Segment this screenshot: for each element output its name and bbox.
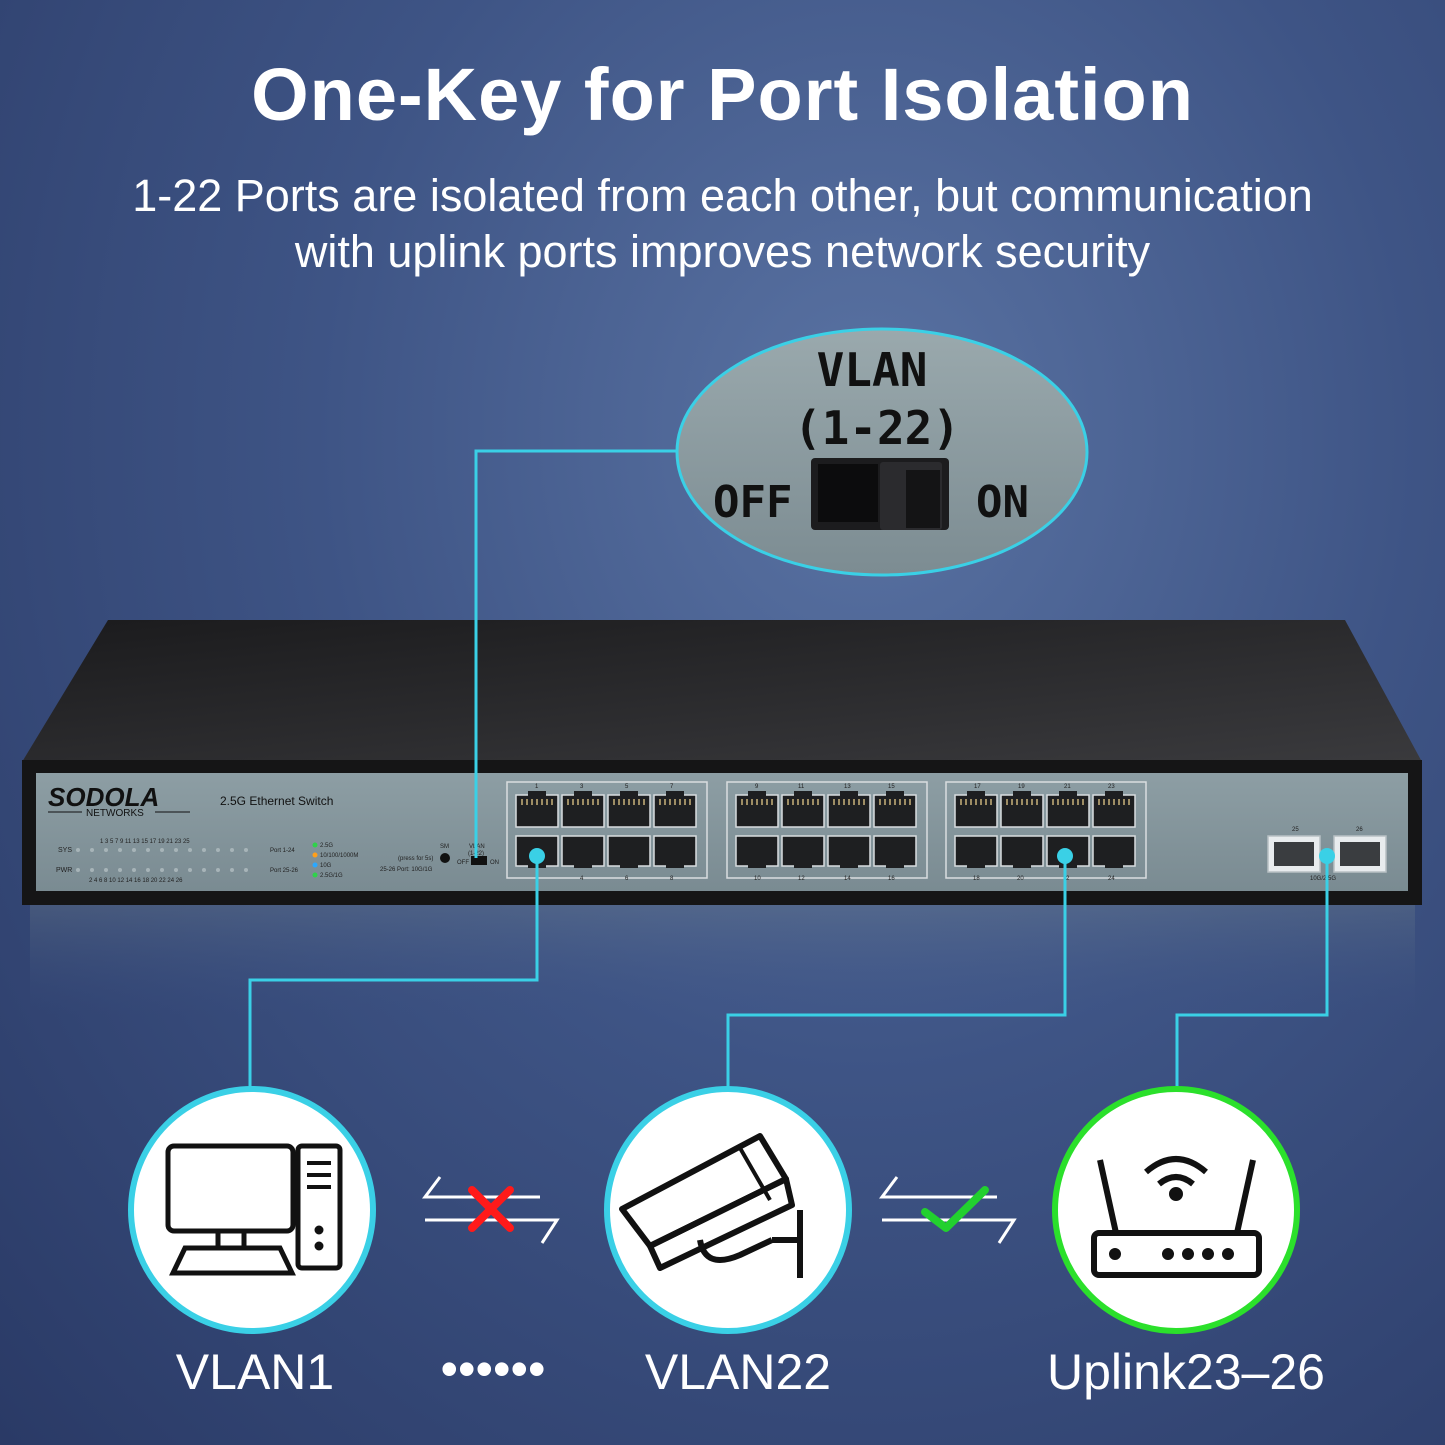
- blocked-traffic-icon: [422, 1176, 560, 1244]
- panel-vlan-on: ON: [490, 860, 499, 866]
- switch-model: 2.5G Ethernet Switch: [220, 794, 333, 808]
- svg-text:17: 17: [974, 784, 981, 790]
- led-bottom-numbers: 2 4 6 8 10 12 14 16 18 20 22 24 26: [89, 878, 183, 884]
- port-group-2: 9 11 13 15 10 12 14 16: [726, 781, 928, 882]
- callout-vlan-label: VLAN: [817, 343, 928, 397]
- sm-label: SM: [440, 844, 449, 850]
- svg-text:6: 6: [625, 876, 629, 882]
- svg-text:24: 24: [1108, 876, 1115, 882]
- led-rows: [76, 848, 248, 872]
- svg-text:21: 21: [1064, 784, 1071, 790]
- legend-port-25-26: Port 25-26: [270, 868, 299, 874]
- svg-text:1: 1: [535, 784, 539, 790]
- switch-top: [22, 620, 1422, 762]
- sfp-26-label: 26: [1356, 827, 1363, 833]
- callout-off-label: OFF: [713, 477, 792, 528]
- svg-text:7: 7: [670, 784, 674, 790]
- panel-vlan-off: OFF: [457, 860, 469, 866]
- page-title: One-Key for Port Isolation: [251, 53, 1194, 136]
- vlan1-device: [128, 1086, 376, 1334]
- router-icon: [1091, 1156, 1262, 1278]
- legend-d: 2.5G/1G: [320, 873, 343, 879]
- svg-text:3: 3: [580, 784, 584, 790]
- computer-icon: [165, 1143, 343, 1276]
- callout-toggle-switch[interactable]: [811, 458, 949, 530]
- svg-text:19: 19: [1018, 784, 1025, 790]
- callout-on-label: ON: [976, 477, 1029, 528]
- vlan1-label: VLAN1: [175, 1344, 335, 1400]
- allowed-traffic-icon: [879, 1176, 1017, 1244]
- led-pwr-label: PWR: [56, 867, 72, 874]
- sfp-speed-label: 10G/2.5G: [1310, 876, 1336, 882]
- svg-text:9: 9: [755, 784, 759, 790]
- svg-text:23: 23: [1108, 784, 1115, 790]
- uplink-label: Uplink23–26: [1047, 1344, 1325, 1400]
- svg-text:13: 13: [844, 784, 851, 790]
- sfp-25-label: 25: [1292, 827, 1299, 833]
- brand-sub: NETWORKS: [86, 808, 144, 819]
- callout-vlan-range: (1-22): [794, 401, 960, 455]
- page-subtitle: 1-22 Ports are isolated from each other,…: [0, 168, 1445, 280]
- legend-b: 10/100/1000M: [320, 853, 358, 859]
- connector-lines: [248, 449, 1329, 1090]
- separator-dots: ••••••: [440, 1341, 546, 1397]
- legend-a: 2.5G: [320, 843, 333, 849]
- port-group-1: 1 3 5 7 4 6 8: [506, 781, 708, 882]
- svg-text:12: 12: [798, 876, 805, 882]
- subtitle-line-2: with uplink ports improves network secur…: [294, 226, 1151, 277]
- svg-text:10: 10: [754, 876, 761, 882]
- sfp-ports: 25 26 10G/2.5G: [1267, 827, 1387, 882]
- port-group-3: 17 19 21 23 18 20 2 24: [945, 781, 1147, 882]
- svg-text:18: 18: [973, 876, 980, 882]
- svg-text:2: 2: [1066, 876, 1070, 882]
- brand-logo: SODOLA: [48, 782, 159, 812]
- legend-port-1-24: Port 1-24: [270, 848, 295, 854]
- port-mode-label: 25-26 Port: 10G/1G: [380, 867, 433, 873]
- sm-button[interactable]: [440, 853, 450, 863]
- svg-text:14: 14: [844, 876, 851, 882]
- port-22-marker: [1057, 848, 1073, 864]
- svg-text:20: 20: [1017, 876, 1024, 882]
- vlan22-device: [604, 1086, 852, 1334]
- switch-faceplate: [36, 773, 1408, 891]
- port-1-marker: [529, 848, 545, 864]
- svg-text:16: 16: [888, 876, 895, 882]
- led-sys-label: SYS: [58, 847, 72, 854]
- switch-reflection: [30, 905, 1415, 1015]
- vlan22-label: VLAN22: [644, 1344, 832, 1400]
- svg-text:15: 15: [888, 784, 895, 790]
- vlan-callout: VLAN (1-22) OFF ON: [675, 327, 1089, 577]
- led-top-numbers: 1 3 5 7 9 11 13 15 17 19 21 23 25: [100, 839, 190, 845]
- svg-text:8: 8: [670, 876, 674, 882]
- legend-c: 10G: [320, 863, 332, 869]
- security-camera-icon: [619, 1133, 803, 1278]
- subtitle-line-1: 1-22 Ports are isolated from each other,…: [132, 170, 1313, 221]
- svg-text:11: 11: [798, 784, 805, 790]
- svg-text:5: 5: [625, 784, 629, 790]
- port-uplink-marker: [1319, 848, 1335, 864]
- panel-vlan-switch[interactable]: [471, 856, 487, 865]
- svg-text:4: 4: [580, 876, 584, 882]
- sm-press-label: (press for 5s): [398, 856, 433, 862]
- uplink-device: [1052, 1086, 1300, 1334]
